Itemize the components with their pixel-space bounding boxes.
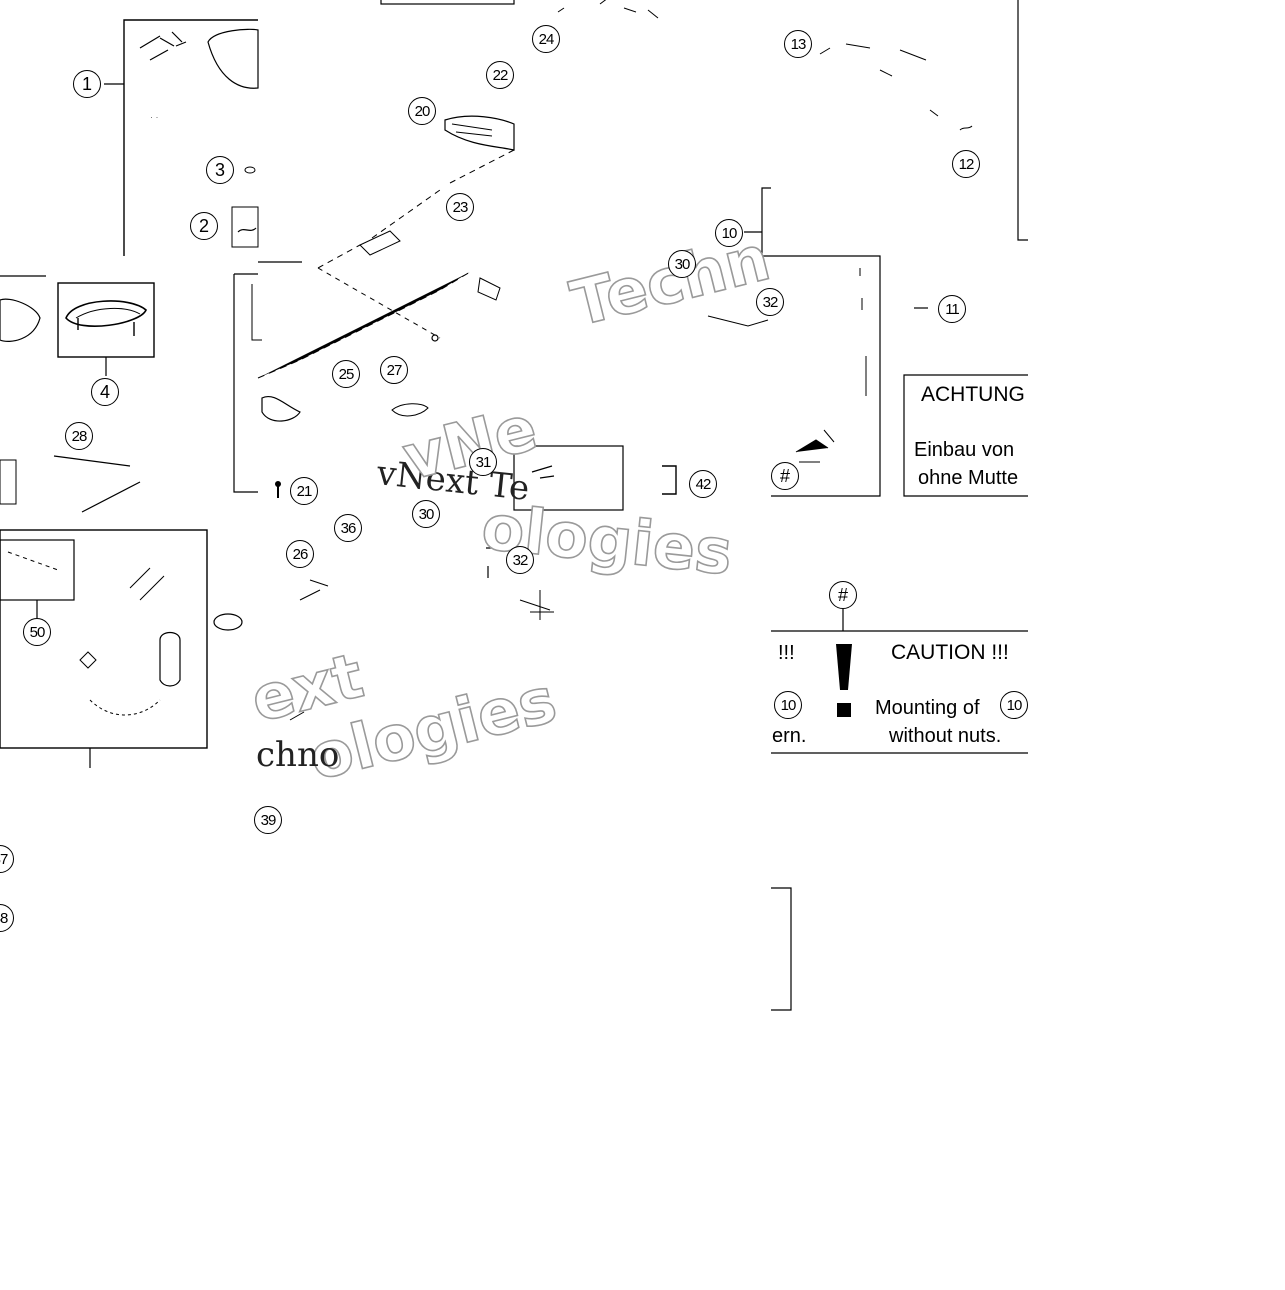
callout-26: 26 [286,540,314,568]
callout-23: 23 [446,193,474,221]
callout-11: 11 [938,295,966,323]
svg-text:chno: chno [256,735,339,775]
tile-top-center [233,0,515,498]
achtung-fragment-bang: !!! [778,642,795,664]
callout-3: 3 [206,156,234,184]
callout-32: 32 [506,546,534,574]
tile-top-right [819,0,1028,241]
caution-line-1: Mounting of [875,697,980,719]
callout-20: 20 [408,97,436,125]
callout-36: 36 [334,514,362,542]
caution-title: CAUTION !!! [891,641,1009,664]
callout-21: 21 [290,477,318,505]
achtung-line-2: ohne Mutte [918,467,1019,489]
svg-text:· ·: · · [150,112,159,122]
warning-box-german [903,374,1028,497]
exclamation-icon [836,644,852,717]
achtung-fragment-tail: ern. [772,725,807,747]
tile-top-mid-right [513,0,771,620]
achtung-line-1: Einbau von [914,439,1015,461]
callout-50: 50 [23,618,51,646]
callout-1: 1 [73,70,101,98]
tile-lower-center [289,547,496,721]
tile-right-middle [771,255,928,497]
callout-25: 25 [332,360,360,388]
warning-strip-english [771,609,1028,754]
callout-27: 27 [380,356,408,384]
callout-30: 30 [412,500,440,528]
callout-31: 31 [469,448,497,476]
callout-30: 30 [668,250,696,278]
callout-2: 2 [190,212,218,240]
callout-12: 12 [952,150,980,178]
tile-top-left: · · [104,19,259,256]
callout-42: 42 [689,470,717,498]
callout-39: 39 [254,806,282,834]
tile-left-middle [0,275,243,768]
callout-22: 22 [486,61,514,89]
tile-bottom-bracket [771,887,792,1011]
callout-4: 4 [91,378,119,406]
callout-10: 10 [774,691,802,719]
callout-24: 24 [532,25,560,53]
achtung-title: ACHTUNG [921,383,1025,406]
callout-28: 28 [65,422,93,450]
callout-hash: # [771,462,799,490]
callout-10: 10 [715,219,743,247]
caution-line-2: without nuts. [889,725,1002,747]
callout-32: 32 [756,288,784,316]
callout-hash: # [829,581,857,609]
callout-10: 10 [1000,691,1028,719]
callout-13: 13 [784,30,812,58]
